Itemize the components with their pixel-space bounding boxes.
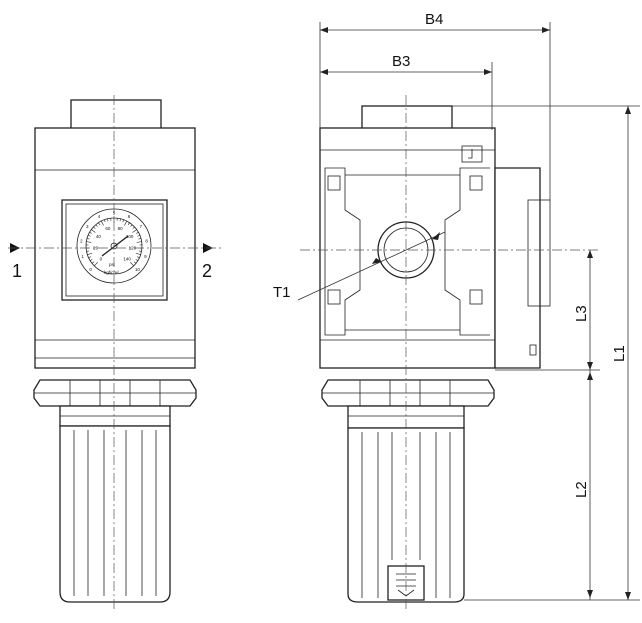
- gauge-inner-label: 80: [118, 226, 124, 231]
- gauge-outer-label: 10: [135, 267, 141, 272]
- gauge-inner-label: 20: [93, 246, 99, 251]
- gauge-tick: [89, 259, 93, 261]
- gauge-tick: [101, 220, 104, 226]
- gauge-outer-label: 0: [89, 267, 92, 272]
- gauge-tick: [132, 226, 135, 229]
- gauge-inner-label: 0: [100, 257, 103, 262]
- gauge-tick: [98, 222, 101, 225]
- gauge-tick: [135, 259, 139, 261]
- gauge-outer-label: 5: [113, 211, 116, 216]
- gauge-tick: [86, 238, 90, 240]
- gauge-tick: [138, 238, 142, 240]
- port-2-label: 2: [202, 261, 212, 281]
- gauge-tick: [124, 220, 127, 226]
- gauge-unit-kgf: kgf/cm²: [104, 270, 119, 275]
- gauge-tick: [87, 252, 93, 255]
- gauge-tick: [136, 232, 139, 234]
- gauge-inner-label: 100: [126, 234, 134, 239]
- gauge-inner-label: 40: [96, 234, 102, 239]
- gauge-tick: [127, 222, 130, 225]
- gauge-tick: [88, 256, 91, 258]
- gauge-outer-label: 3: [86, 224, 89, 229]
- side-top-cap: [361, 105, 453, 131]
- port-1-label: 1: [12, 261, 22, 281]
- dim-t1-label: T1: [273, 284, 291, 301]
- gauge-tick: [104, 219, 106, 223]
- gauge-tick: [86, 241, 92, 243]
- gauge-tick: [93, 262, 98, 267]
- gauge-tick: [130, 224, 133, 227]
- dim-l3-label: L3: [573, 305, 590, 322]
- gauge-tick: [91, 229, 96, 233]
- gauge-inner-label: 60: [105, 226, 111, 231]
- gauge-tick: [137, 256, 140, 258]
- gauge-outer-label: 1: [81, 254, 84, 259]
- gauge-tick: [91, 261, 95, 264]
- dim-l2-label: L2: [573, 481, 590, 498]
- dim-b3-label: B3: [392, 53, 410, 70]
- dim-l1-label: L1: [611, 345, 628, 362]
- gauge-outer-label: 4: [98, 214, 101, 219]
- gauge-tick: [132, 229, 137, 233]
- clip-symbol-icon: [461, 145, 483, 163]
- gauge-outer-label: 6: [128, 214, 131, 219]
- gauge-tick: [135, 252, 141, 255]
- gauge-tick: [107, 218, 109, 222]
- gauge-inner-label: 140: [123, 257, 131, 262]
- gauge-tick: [88, 235, 91, 237]
- gauge-unit-psi: psi: [109, 262, 115, 267]
- gauge-tick: [89, 232, 92, 234]
- gauge-tick: [119, 218, 121, 222]
- front-top-cap: [70, 99, 162, 131]
- gauge-inner-label: 120: [129, 246, 137, 251]
- gauge-tick: [95, 224, 98, 227]
- gauge-tick: [93, 226, 96, 229]
- gauge-tick: [136, 241, 142, 243]
- gauge-outer-label: 2: [80, 238, 83, 243]
- gauge-tick: [137, 235, 140, 237]
- side-view: [300, 95, 600, 612]
- gauge-tick: [133, 261, 137, 264]
- gauge-outer-label: 9: [144, 254, 147, 259]
- gauge-tick: [130, 262, 135, 267]
- dimensions: B4 B3 T1 L1 L3 L2: [273, 11, 640, 601]
- gauge-outer-label: 8: [145, 238, 148, 243]
- front-adjusting-knob: [59, 425, 171, 603]
- gauge-outer-label: 7: [139, 224, 142, 229]
- dim-b4-label: B4: [425, 11, 443, 28]
- gauge-tick: [122, 219, 124, 223]
